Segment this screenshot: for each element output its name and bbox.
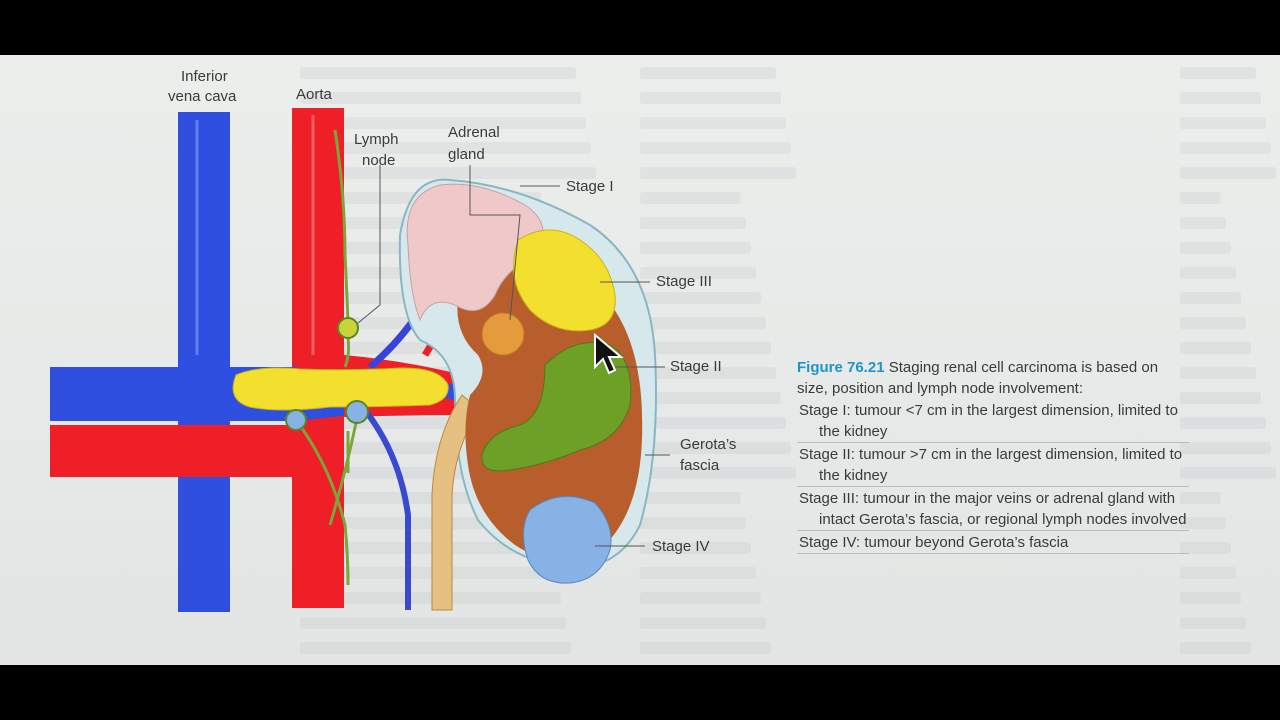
ghost-text-line [640,242,751,254]
ghost-text-line [640,642,771,654]
label-lymph-2: node [362,152,395,169]
ghost-text-line [1180,492,1221,504]
lymph-node-lower-left [285,409,307,431]
caption-intro-block: Figure 76.21 Staging renal cell carcinom… [797,357,1189,399]
label-adrenal-1: Adrenal [448,124,500,141]
tumour-adrenal [481,312,525,356]
ghost-text-line [640,517,746,529]
ghost-text-line [1180,167,1276,179]
renal-artery-left [50,425,292,477]
ghost-text-line [640,492,741,504]
ghost-text-line [640,567,756,579]
ghost-text-line [1180,642,1251,654]
ghost-text-line [640,192,741,204]
caption-stage-iii: Stage III: tumour in the major veins or … [797,488,1189,531]
renal-staging-diagram: Inferior vena cava Aorta Lymph node Adre… [50,68,736,612]
lymphatic-chain [333,129,350,324]
ghost-text-line [640,67,776,79]
figure-number: Figure 76.21 [797,359,885,376]
ghost-text-line [640,117,786,129]
label-gerota-1: Gerota’s [680,436,736,453]
ghost-text-line [640,367,776,379]
ghost-text-line [1180,267,1236,279]
ghost-text-line [1180,117,1266,129]
mouse-cursor-icon [594,333,624,375]
label-stage-iv: Stage IV [652,538,710,555]
ghost-text-line [300,142,591,154]
ghost-text-line [1180,417,1266,429]
ghost-text-line [640,617,766,629]
textbook-page: Inferior vena cava Aorta Lymph node Adre… [0,55,1280,665]
label-stage-i: Stage I [566,178,614,195]
ghost-text-line [1180,292,1241,304]
label-aorta: Aorta [296,86,333,103]
ghost-text-line [640,317,766,329]
ghost-text-line [300,567,556,579]
ghost-text-line [300,92,581,104]
ghost-text-line [1180,542,1231,554]
lymph-node-upper [337,317,359,339]
ghost-text-line [640,142,791,154]
ghost-text-line [1180,567,1236,579]
ghost-text-line [1180,142,1271,154]
caption-intro: Staging renal cell carcinoma is based on… [797,359,1159,397]
ghost-text-line [640,442,791,454]
lymph-node-lower-right [345,400,369,424]
label-gerota-2: fascia [680,457,720,474]
ghost-text-line [1180,442,1271,454]
ghost-text-line [1180,342,1251,354]
ghost-text-line [640,217,746,229]
label-stage-iii: Stage III [656,273,712,290]
ghost-text-line [640,267,756,279]
hilar-fat-mass [232,367,449,411]
ghost-text-line [640,92,781,104]
leader-adrenal-gland [469,165,521,321]
figure-caption: Figure 76.21 Staging renal cell carcinom… [797,357,1189,554]
tumour-stage-iv [523,495,612,584]
label-lymph-1: Lymph [354,131,398,148]
ghost-text-line [1180,317,1246,329]
ghost-text-line [640,592,761,604]
ghost-text-line [1180,367,1256,379]
ghost-text-line [300,592,561,604]
ghost-text-line [1180,392,1261,404]
caption-stage-i: Stage I: tumour <7 cm in the largest dim… [797,400,1189,443]
tumour-stage-ii [481,342,632,472]
ghost-text-line [1180,242,1231,254]
ghost-text-line [640,467,796,479]
gonadal-vein [362,408,411,610]
ghost-text-line [1180,617,1246,629]
ghost-text-line [640,292,761,304]
caption-stage-iv: Stage IV: tumour beyond Gerota’s fascia [797,532,1189,554]
ghost-text-line [1180,217,1226,229]
label-ivc-2: vena cava [168,88,237,105]
ghost-text-line [300,67,576,79]
ghost-text-line [1180,92,1261,104]
leader-lymph-node [357,165,381,324]
label-ivc-1: Inferior [181,68,228,85]
aorta [292,108,344,608]
ghost-text-line [300,167,596,179]
ghost-text-line [300,117,586,129]
label-stage-ii: Stage II [670,358,722,375]
inferior-vena-cava [178,112,230,612]
ghost-text-line [300,642,571,654]
ghost-text-line [300,617,566,629]
ghost-text-line [640,542,751,554]
ghost-text-line [300,542,551,554]
ghost-text-line [640,167,796,179]
caption-stage-ii: Stage II: tumour >7 cm in the largest di… [797,444,1189,487]
ghost-text-line [1180,67,1256,79]
label-adrenal-2: gland [448,146,485,163]
ghost-text-line [1180,592,1241,604]
tumour-stage-iii [513,229,616,332]
renal-vein-left [50,367,180,421]
ghost-text-line [1180,517,1226,529]
ghost-text-line [1180,192,1221,204]
ghost-text-line [640,392,781,404]
ghost-text-line [640,417,786,429]
ghost-text-line [1180,467,1276,479]
ghost-text-line [640,342,771,354]
